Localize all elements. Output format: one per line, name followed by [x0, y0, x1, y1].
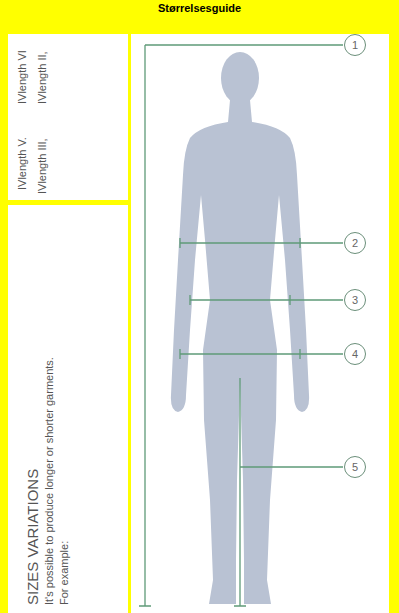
- callout-number: 1: [344, 34, 366, 56]
- info-panel: SIZES VARIATIONSIt's possible to produce…: [8, 205, 128, 613]
- length-label: IVlength II,: [36, 51, 49, 104]
- length-label: IVlength VI: [16, 50, 29, 104]
- callout-label: 5: [352, 461, 358, 473]
- panel-text: It's possible to produce longer or short…: [42, 357, 57, 605]
- panel-text: For example:: [57, 357, 72, 605]
- callout-label: 1: [352, 39, 358, 51]
- callout-label: 3: [352, 294, 358, 306]
- callout-number: 2: [344, 232, 366, 254]
- length-label: IVlength III,: [36, 138, 49, 194]
- title: Størrelsesguide: [0, 1, 399, 15]
- figure-panel: [131, 34, 389, 613]
- panel-heading: SIZES VARIATIONS: [24, 357, 42, 605]
- rotated-text: SIZES VARIATIONSIt's possible to produce…: [24, 357, 72, 605]
- callout-number: 4: [344, 343, 366, 365]
- callout-label: 4: [352, 348, 358, 360]
- callout-number: 5: [344, 456, 366, 478]
- measure-lines: [139, 45, 343, 606]
- callout-number: 3: [344, 289, 366, 311]
- callout-label: 2: [352, 237, 358, 249]
- length-label: IVlength V.: [16, 137, 29, 190]
- label-panel: [8, 34, 128, 200]
